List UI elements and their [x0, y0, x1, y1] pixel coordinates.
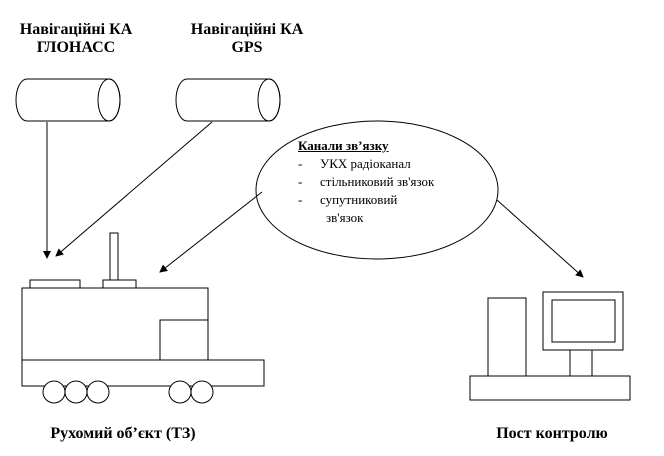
- channels-item-3: -супутниковий: [298, 192, 398, 207]
- glonass-label-line1: Навігаційні КА: [19, 21, 133, 38]
- channels-item-3-text: супутниковий: [320, 192, 398, 207]
- gps-label-line2: GPS: [231, 39, 263, 56]
- vehicle-icon: [21, 232, 265, 404]
- arrow-channels-to-vehicle: [159, 191, 263, 273]
- channels-item-3-cont-text: зв'язок: [326, 210, 364, 225]
- channels-title: Канали зв’язку: [298, 138, 389, 153]
- channels-item-2-text: стільниковий зв'язок: [320, 174, 435, 189]
- arrow-channels-to-control: [496, 199, 584, 278]
- channels-item-1-text: УКХ радіоканал: [320, 156, 411, 171]
- computer-icon: [469, 291, 631, 401]
- control-post-label: Пост контролю: [496, 425, 608, 442]
- channels-text: Канали зв’язку -УКХ радіоканал -стільник…: [298, 137, 434, 227]
- vehicle-label: Рухомий об’єкт (ТЗ): [50, 425, 196, 442]
- arrow-gps-to-vehicle: [55, 121, 213, 257]
- channels-item-2: -стільниковий зв'язок: [298, 174, 435, 189]
- channels-ellipse: [255, 120, 499, 260]
- channels-item-3-cont: зв'язок: [298, 209, 434, 227]
- gps-label: Навігаційні КА GPS: [172, 21, 322, 57]
- gps-label-line1: Навігаційні КА: [190, 21, 304, 38]
- gps-satellite-icon: [175, 78, 281, 122]
- glonass-label: Навігаційні КА ГЛОНАСС: [3, 21, 149, 57]
- glonass-satellite-icon: [15, 78, 121, 122]
- channels-item-1: -УКХ радіоканал: [298, 156, 411, 171]
- glonass-label-line2: ГЛОНАСС: [36, 39, 116, 56]
